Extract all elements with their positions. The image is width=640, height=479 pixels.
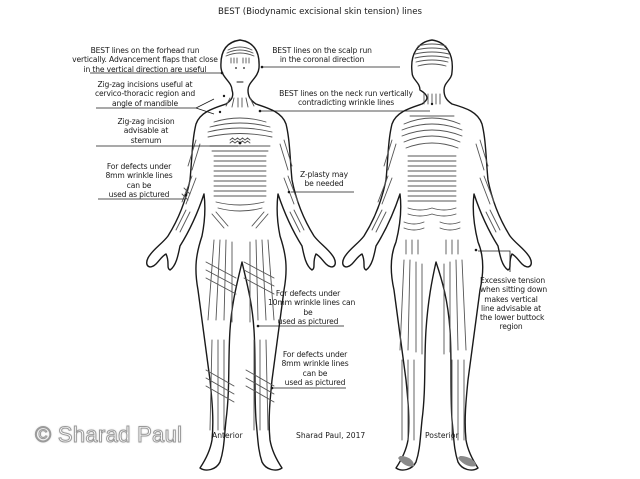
annotation-buttock: Excessive tension when sitting down make… — [480, 276, 548, 332]
annotation-line: in the vertical direction are useful — [83, 64, 207, 74]
annotation-line: Zig-zag incisions useful at — [97, 80, 193, 89]
annotation-line: cervico-thoracic region and — [94, 89, 196, 99]
annotation-line: BEST lines on the neck run vertically — [279, 89, 413, 98]
annotation-line: vertically. Advancement flaps that close — [72, 55, 218, 65]
annotation-thigh-defects: For defects under 10mm wrinkle lines can… — [268, 289, 356, 326]
annotation-line: 8mm wrinkle lines — [281, 359, 349, 369]
anterior-figure — [146, 39, 336, 471]
annotation-line: makes vertical — [484, 294, 538, 304]
view-label-anterior: Anterior — [212, 431, 243, 440]
annotation-line: BEST lines on the scalp run — [272, 46, 372, 55]
annotation-line: line advisable at — [481, 303, 541, 313]
annotation-line: used as pictured — [277, 316, 339, 326]
annotation-line: For defects under — [282, 350, 348, 359]
annotation-line: used as pictured — [108, 189, 170, 199]
annotation-line: can be — [126, 180, 152, 190]
annotation-line: For defects under — [106, 162, 172, 171]
diagram-title: BEST (Biodynamic excisional skin tension… — [217, 7, 423, 17]
view-label-posterior: Posterior — [425, 431, 459, 440]
annotation-line: angle of mandible — [111, 98, 179, 108]
annotation-line: when sitting down — [480, 285, 548, 295]
posterior-figure — [342, 39, 532, 471]
annotation-line: used as pictured — [284, 377, 346, 387]
annotation-line: the lower buttock — [480, 313, 545, 323]
annotation-line: be needed — [304, 179, 344, 189]
annotation-scalp: BEST lines on the scalp run in the coron… — [262, 46, 382, 65]
annotation-line: For defects under — [275, 289, 341, 298]
annotation-line: 10mm wrinkle lines can — [268, 298, 356, 308]
watermark: © Sharad Paul — [34, 422, 183, 448]
annotation-arm-defects: For defects under 8mm wrinkle lines can … — [94, 162, 184, 199]
annotation-line: BEST lines on the forhead run — [90, 46, 200, 55]
annotation-line: contradicting wrinkle lines — [297, 98, 395, 108]
annotation-zigzag-sternum: Zig-zag incision advisable at sternum — [104, 117, 188, 145]
annotation-line: sternum — [130, 135, 162, 145]
annotation-zplasty: Z-plasty may be needed — [294, 170, 354, 189]
annotation-line: 8mm wrinkle lines — [105, 171, 173, 181]
annotation-line: can be — [302, 368, 328, 378]
annotation-forehead: BEST lines on the forhead run vertically… — [70, 46, 220, 74]
annotation-line: region — [499, 322, 523, 332]
annotation-line: Excessive tension — [480, 276, 546, 285]
annotation-line: in the coronal direction — [279, 55, 365, 65]
annotation-line: advisable at — [123, 126, 169, 136]
annotation-line: Zig-zag incision — [117, 117, 175, 126]
credit-label: Sharad Paul, 2017 — [296, 431, 366, 440]
annotation-neck: BEST lines on the neck run vertically co… — [264, 89, 428, 108]
annotation-shin-defects: For defects under 8mm wrinkle lines can … — [280, 350, 350, 387]
annotation-line: Z-plasty may — [300, 170, 348, 179]
leader-lines — [90, 65, 511, 389]
annotation-zigzag-neck: Zig-zag incisions useful at cervico-thor… — [86, 80, 204, 108]
annotation-line: be — [303, 307, 313, 317]
